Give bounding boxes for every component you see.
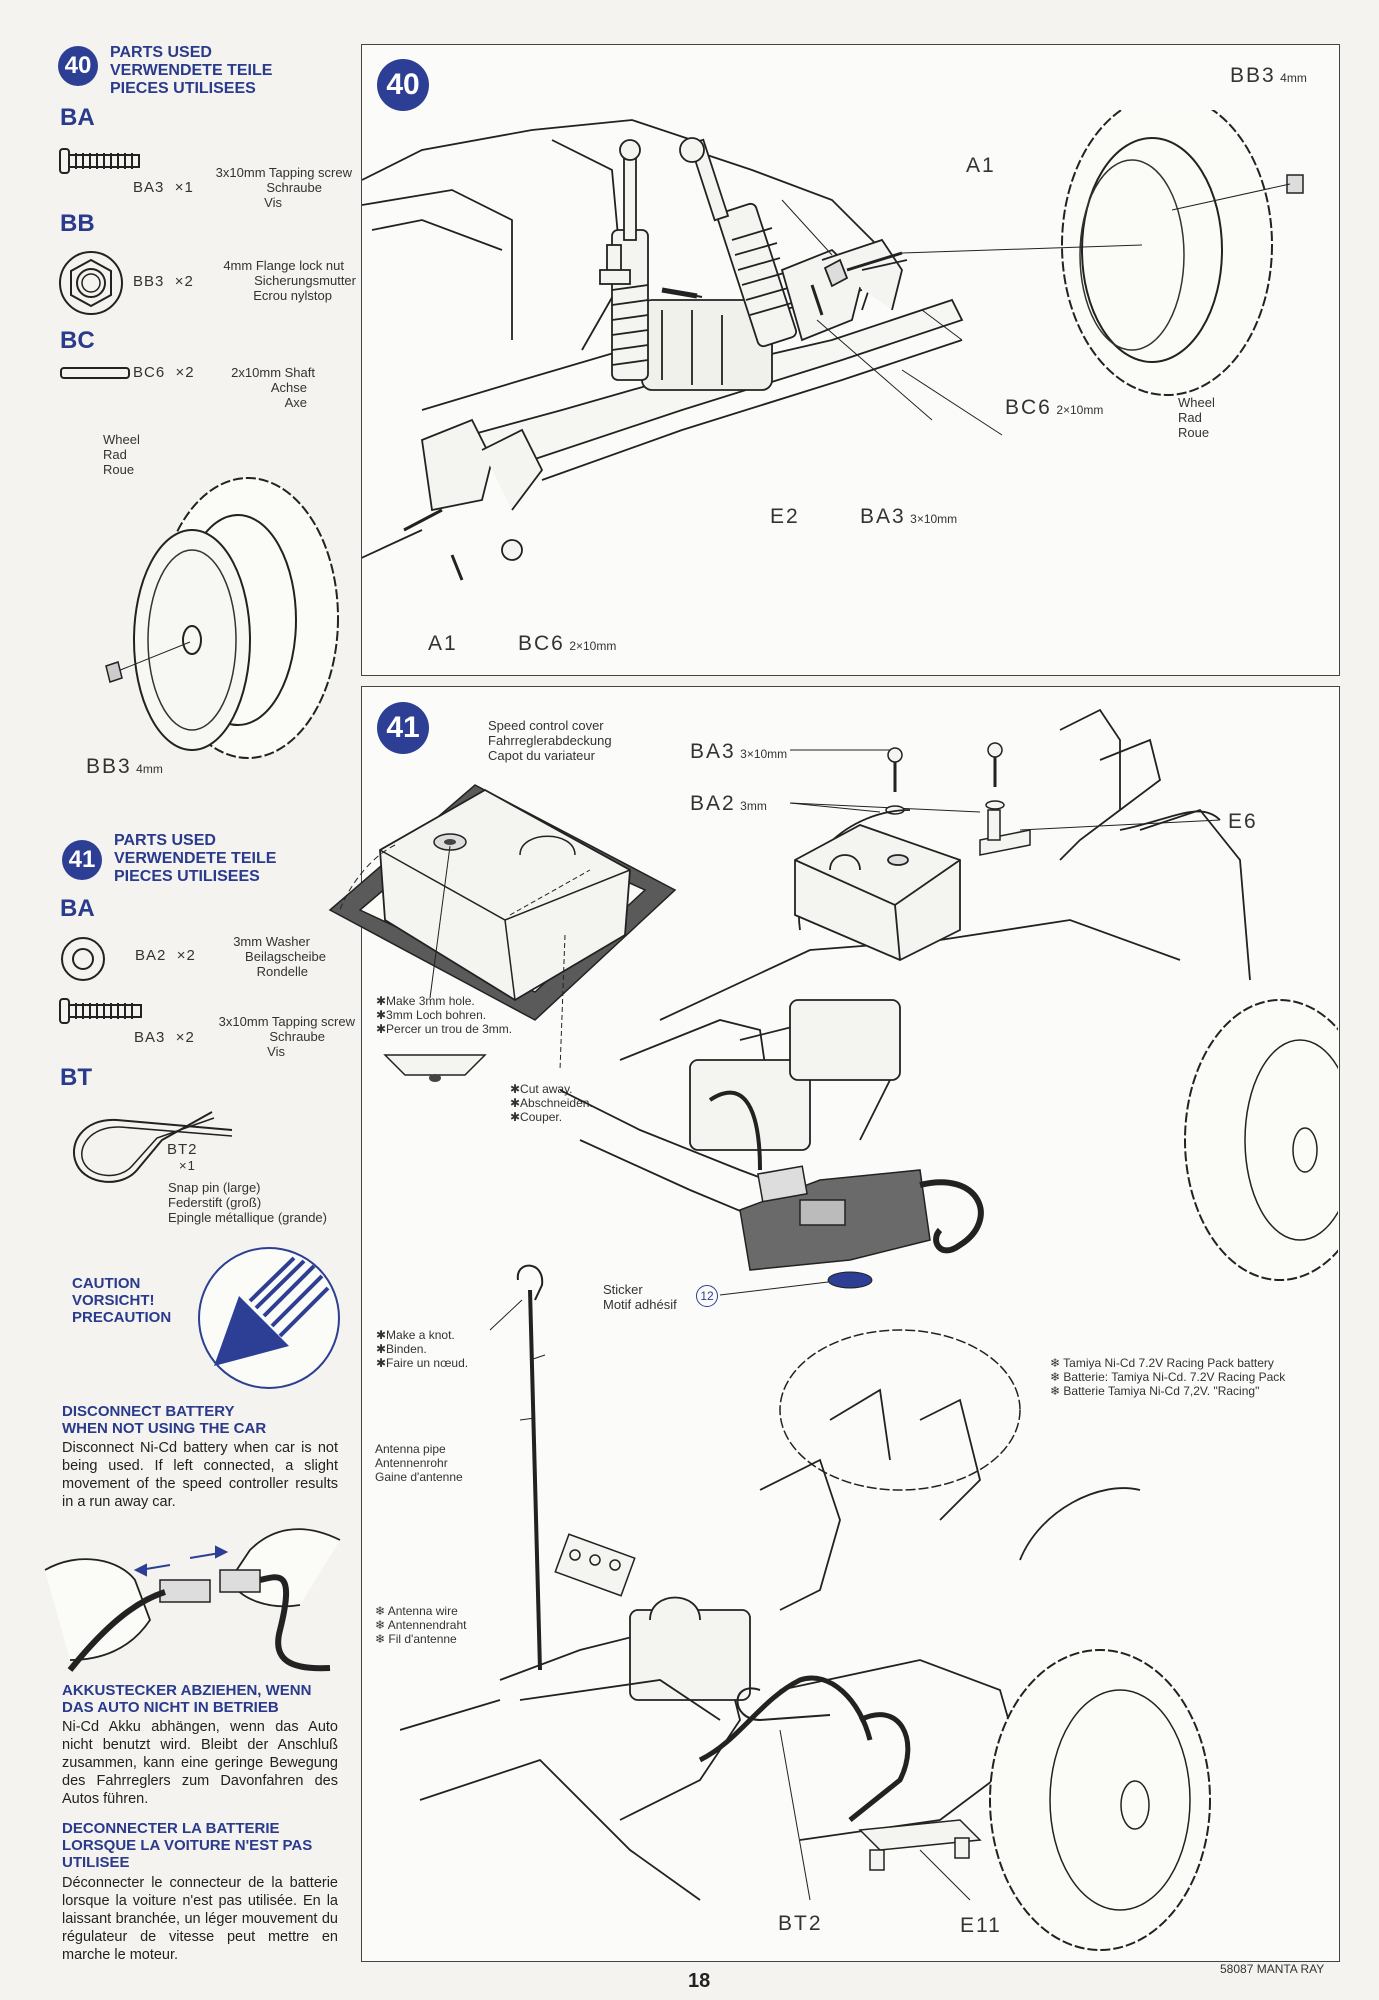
panel-40-badge: 40	[377, 59, 429, 111]
tapping-screw-icon	[59, 148, 140, 174]
sticker-number-badge: 12	[696, 1285, 718, 1307]
caution-fr-body: Déconnecter le connecteur de la batterie…	[62, 1875, 338, 1963]
left-wheel-illustration	[105, 477, 339, 759]
caution-label: CAUTION VORSICHT! PRECAUTION	[72, 1275, 172, 1326]
bb3-description: 4mm Flange lock nut Sicherungsmutter Ecr…	[223, 258, 356, 303]
panel-40-bc6-bottom-label: BC6 2×10mm	[518, 632, 617, 655]
step-40-number: 40	[64, 52, 92, 79]
bc6-description: 2x10mm Shaft Achse Axe	[231, 365, 315, 410]
make-knot-note: ✱Make a knot. ✱Binden. ✱Faire un nœud.	[376, 1328, 469, 1370]
model-name: 58087 MANTA RAY	[1220, 1962, 1325, 1976]
shaft-icon	[60, 367, 130, 379]
ba3-code: BA3 ×1	[133, 179, 194, 196]
category-bc: BC	[60, 327, 95, 354]
category-bb: BB	[60, 210, 95, 237]
panel-41-ba3-label: BA3 3×10mm	[690, 740, 788, 763]
panel-41-badge: 41	[377, 702, 429, 754]
bb3-code: BB3 ×2	[133, 273, 194, 290]
left-wheel-label: Wheel Rad Roue	[103, 432, 140, 477]
battery-pack-note: ❄ Tamiya Ni-Cd 7.2V Racing Pack battery …	[1050, 1356, 1286, 1398]
left-bb3-label: BB3 4mm	[86, 755, 163, 778]
ba3-description-41: 3x10mm Tapping screw Schraube Vis	[218, 1014, 355, 1059]
category-bt: BT	[60, 1064, 92, 1091]
panel-40-a1-bottom-label: A1	[428, 632, 458, 655]
antenna-wire-label: ❄ Antenna wire ❄ Antennendraht ❄ Fil d'a…	[375, 1604, 467, 1646]
panel-40-ba3-label: BA3 3×10mm	[860, 505, 958, 528]
washer-icon	[61, 937, 105, 981]
caution-en-body: Disconnect Ni-Cd battery when car is not…	[62, 1440, 338, 1510]
step-41-parts-header: PARTS USED VERWENDETE TEILE PIECES UTILI…	[114, 832, 277, 885]
battery-disconnect-illustration	[44, 1528, 341, 1672]
panel-40-bc6-right-label: BC6 2×10mm	[1005, 396, 1104, 419]
bc6-code: BC6 ×2	[133, 364, 195, 381]
category-ba: BA	[60, 104, 95, 131]
cut-away-note: ✱Cut away. ✱Abschneiden. ✱Couper.	[510, 1082, 593, 1124]
panel-41-bt2-label: BT2	[778, 1912, 823, 1935]
antenna-pipe-label: Antenna pipe Antennenrohr Gaine d'antenn…	[375, 1442, 463, 1484]
page-number: 18	[688, 1970, 711, 1992]
make-hole-note: ✱Make 3mm hole. ✱3mm Loch bohren. ✱Perce…	[376, 994, 513, 1036]
caution-arrow-icon	[198, 1247, 340, 1389]
ba3-code-41: BA3 ×2	[134, 1029, 195, 1046]
panel-40-bb3-label: BB3 4mm	[1230, 64, 1307, 87]
antenna-and-snap-pin-illustration	[400, 1264, 1211, 1951]
step-40-badge: 40	[58, 46, 98, 86]
step-41-number: 41	[68, 846, 96, 873]
caution-de-body: Ni-Cd Akku abhängen, wenn das Auto nicht…	[62, 1719, 338, 1807]
panel-41-e6-label: E6	[1228, 810, 1258, 833]
panel-40-wheel-label: Wheel Rad Roue	[1178, 395, 1215, 440]
panel-41-e11-label: E11	[960, 1914, 1002, 1937]
step-41-badge: 41	[62, 840, 102, 880]
category-ba-41: BA	[60, 895, 95, 922]
caution-de-title: AKKUSTECKER ABZIEHEN, WENN DAS AUTO NICH…	[62, 1682, 312, 1716]
ba2-description: 3mm Washer Beilagscheibe Rondelle	[233, 934, 326, 979]
ba3-description: 3x10mm Tapping screw Schraube Vis	[215, 165, 352, 210]
sticker-label: Sticker Motif adhésif	[603, 1282, 677, 1312]
snap-pin-icon	[72, 1111, 233, 1183]
rear-suspension-illustration	[362, 110, 1304, 581]
caution-en-title: DISCONNECT BATTERY WHEN NOT USING THE CA…	[62, 1403, 267, 1437]
flange-nut-icon	[59, 251, 123, 315]
caution-fr-title: DECONNECTER LA BATTERIE LORSQUE LA VOITU…	[62, 1820, 313, 1871]
speed-controller-mount-illustration	[560, 708, 1338, 1296]
panel-41-ba2-label: BA2 3mm	[690, 792, 767, 815]
bt2-code: BT2 ×1	[167, 1141, 198, 1174]
panel-40-a1-top-label: A1	[966, 154, 996, 177]
panel-40-e2-label: E2	[770, 505, 800, 528]
bt2-description: Snap pin (large) Federstift (groß) Eping…	[168, 1180, 327, 1225]
tapping-screw-icon-41	[59, 998, 142, 1024]
ba2-code: BA2 ×2	[135, 947, 196, 964]
step-40-parts-header: PARTS USED VERWENDETE TEILE PIECES UTILI…	[110, 44, 273, 97]
speed-control-cover-label: Speed control cover Fahrreglerabdeckung …	[488, 718, 612, 763]
speed-control-cover-illustration	[328, 784, 677, 1082]
